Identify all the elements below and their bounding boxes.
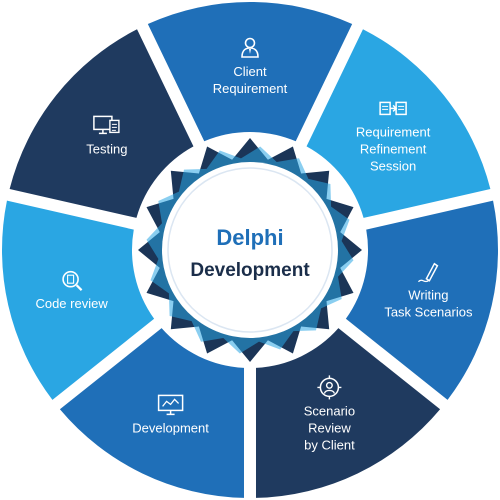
cycle-segment <box>1 200 155 400</box>
segment-label: Requirement <box>356 124 431 139</box>
segment-label: Review <box>308 420 351 435</box>
cycle-segment <box>255 328 441 498</box>
cycle-segment <box>306 29 491 218</box>
cycle-segment <box>59 328 245 498</box>
segment-label: Scenario <box>304 403 355 418</box>
segment-label: by Client <box>304 437 355 452</box>
client-person-icon <box>241 37 259 58</box>
magnifier-code-icon <box>62 270 83 291</box>
segment-label: Writing <box>408 288 448 303</box>
cycle-segment <box>9 29 194 218</box>
segment-label: Refinement <box>360 141 427 156</box>
pen-writing-icon <box>417 262 439 283</box>
computer-testing-icon <box>93 115 120 135</box>
center-circle <box>167 167 333 333</box>
cycle-segment <box>147 1 353 142</box>
code-monitor-icon <box>157 394 184 416</box>
segment-label: Development <box>132 420 209 435</box>
segment-label: Code review <box>35 296 108 311</box>
labels-layer: ClientRequirementRequirementRefinementSe… <box>35 37 473 452</box>
document-transfer-icon <box>379 101 407 116</box>
segment-label: Requirement <box>213 81 288 96</box>
cycle-segment <box>345 200 498 400</box>
target-user-icon <box>317 375 342 400</box>
segment-label: Task Scenarios <box>384 305 473 320</box>
segment-label: Testing <box>86 141 127 156</box>
segment-label: Client <box>233 64 267 79</box>
segment-label: Session <box>370 158 416 173</box>
center-title: Delphi <box>216 225 283 250</box>
center-subtitle: Development <box>190 260 310 281</box>
